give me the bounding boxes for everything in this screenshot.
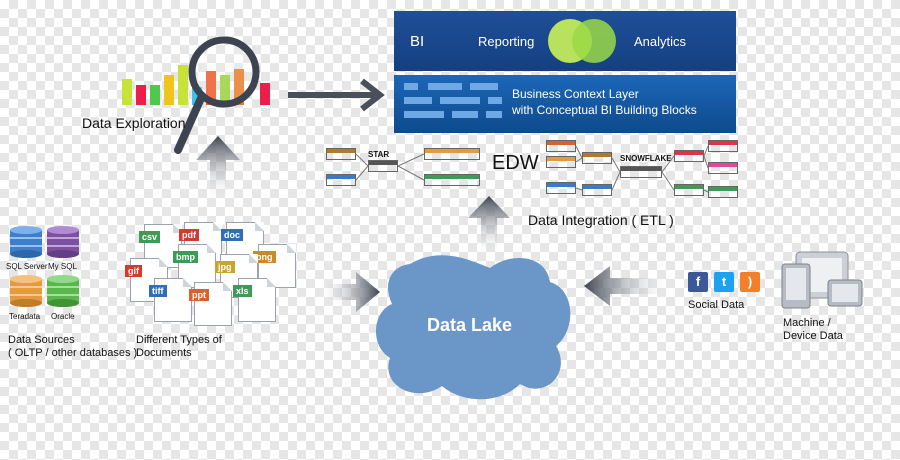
tiff-file-icon: tiff: [149, 278, 192, 322]
twitter-icon: t: [714, 272, 734, 292]
data-sources-sublabel: ( OLTP / other databases ): [8, 347, 138, 359]
right-arrow-icon: [318, 272, 380, 312]
machine-data-sublabel: Device Data: [783, 330, 843, 342]
exploration-bar: [192, 87, 202, 105]
machine-data-label: Machine /: [783, 317, 831, 329]
business-context-panel: Business Context Layer with Conceptual B…: [394, 75, 736, 133]
reporting-label: Reporting: [478, 34, 535, 49]
snowflake-label: SNOWFLAKE: [620, 154, 672, 163]
data-sources-label: Data Sources: [8, 334, 75, 346]
star-schema: STAR: [326, 144, 486, 196]
rss-icon: ): [740, 272, 760, 292]
png-file-icon: png: [253, 244, 296, 288]
oracle-label: Oracle: [51, 312, 75, 321]
documents-label: Different Types of: [136, 334, 222, 346]
exploration-bar: [178, 65, 188, 105]
building-blocks-icon: [404, 83, 504, 125]
up-arrow-icon: [468, 196, 510, 258]
data-exploration-label: Data Exploration: [82, 115, 186, 131]
exploration-bar: [260, 83, 270, 105]
documents-sublabel: Documents: [136, 347, 192, 359]
mysql-label: My SQL: [48, 262, 77, 271]
exploration-bar: [234, 69, 244, 105]
venn-icon: [548, 19, 616, 63]
facebook-icon: f: [688, 272, 708, 292]
bi-label: BI: [410, 33, 425, 50]
business-context-line1: Business Context Layer: [512, 87, 639, 101]
edw-label: EDW: [492, 152, 539, 174]
exploration-bar: [150, 85, 160, 105]
right-arrow-icon: [288, 78, 385, 112]
social-data-label: Social Data: [688, 299, 745, 311]
xls-file-icon: xls: [233, 278, 276, 322]
data-integration-label: Data Integration ( ETL ): [528, 212, 674, 228]
exploration-bar: [122, 79, 132, 105]
csv-file-icon: csv: [139, 224, 182, 268]
devices-icon: [781, 251, 863, 309]
database-icon: [47, 275, 79, 307]
sql-server-label: SQL Server: [6, 262, 48, 271]
database-icon: [47, 226, 79, 258]
exploration-bar: [206, 71, 216, 105]
exploration-bar-chart: [118, 55, 278, 105]
bmp-file-icon: bmp: [173, 244, 216, 288]
analytics-label: Analytics: [634, 34, 687, 49]
database-icon: [10, 275, 42, 307]
business-context-line2: with Conceptual BI Building Blocks: [512, 103, 697, 117]
data-lake-cloud: [375, 255, 571, 400]
snowflake-schema: SNOWFLAKE: [546, 138, 738, 202]
exploration-bar: [136, 85, 146, 105]
bi-panel: BI Reporting Analytics: [394, 11, 736, 71]
data-lake-label: Data Lake: [427, 315, 513, 335]
documents-cluster: csv pdf doc bmp png gif jpg tiff ppt xls: [122, 220, 298, 326]
up-arrow-icon: [196, 136, 240, 202]
exploration-bar: [164, 75, 174, 105]
star-label: STAR: [368, 150, 390, 159]
database-icon: [10, 226, 42, 258]
teradata-label: Teradata: [9, 312, 41, 321]
left-arrow-icon: [584, 266, 674, 306]
exploration-bar: [220, 75, 230, 105]
ppt-file-icon: ppt: [189, 282, 232, 326]
magnifier-icon: [174, 36, 260, 154]
